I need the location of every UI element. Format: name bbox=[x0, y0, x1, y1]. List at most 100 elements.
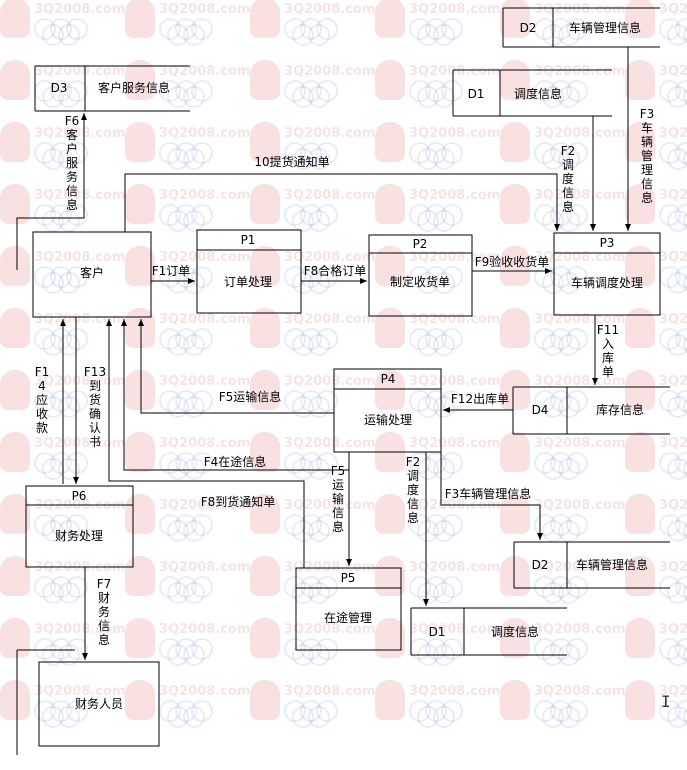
process-p2 bbox=[368, 234, 473, 317]
flow-f5-vertical-label-2: 输 bbox=[332, 491, 344, 506]
flow-f2-top-label-3: 信 bbox=[562, 186, 574, 200]
flow-f5-transport-label: F5运输信息 bbox=[219, 389, 282, 404]
flow-f3-top-label-0: F3 bbox=[640, 107, 655, 121]
p4-id: P4 bbox=[381, 372, 396, 386]
flow-f5-vertical-label-3: 信 bbox=[332, 506, 344, 520]
flow-f2-bottom-label-0: F2 bbox=[406, 455, 421, 469]
p3-name: 车辆调度处理 bbox=[571, 275, 643, 290]
flow-f6-label-1: 客 bbox=[66, 127, 78, 142]
flow-f14-label-2: 应 bbox=[36, 392, 48, 407]
process-p1 bbox=[196, 229, 302, 314]
flow-f11-label-2: 库 bbox=[602, 350, 614, 365]
d2-bottom-id: D2 bbox=[532, 558, 549, 572]
flow-f4-label: F4在途信息 bbox=[204, 454, 267, 469]
flow-f14-label-3: 收 bbox=[36, 407, 48, 421]
p2-id: P2 bbox=[413, 237, 428, 251]
flow-f7-label-3: 信 bbox=[98, 619, 110, 633]
datastore-d3 bbox=[34, 65, 190, 112]
flow-f2-top-label-0: F2 bbox=[561, 144, 576, 158]
flow-f3-top-label-5: 信 bbox=[641, 177, 653, 191]
flow-f2-top-label-1: 调 bbox=[562, 158, 574, 172]
flow-f2-bottom-label-4: 息 bbox=[407, 510, 419, 525]
flow-f2-bottom-label-2: 度 bbox=[407, 482, 419, 497]
flow-f8-order-label: F8合格订单 bbox=[304, 263, 367, 278]
datastore-d1-bottom bbox=[410, 607, 567, 656]
entity-finance-staff bbox=[38, 661, 160, 747]
flow-f6-label-6: 息 bbox=[66, 197, 78, 212]
process-p4 bbox=[333, 368, 442, 453]
flow-f2-top-label-4: 息 bbox=[562, 199, 574, 214]
d2-top-id: D2 bbox=[520, 21, 537, 35]
flow-f6-label-0: F6 bbox=[65, 114, 80, 128]
flow-f7-label-2: 务 bbox=[98, 604, 110, 619]
flow-f6-label-3: 服 bbox=[66, 156, 78, 170]
finance-staff-label: 财务人员 bbox=[75, 696, 123, 711]
flow-f3-top-label-3: 管 bbox=[641, 148, 653, 163]
flow-f6-label-4: 务 bbox=[66, 169, 78, 184]
datastore-d2-bottom bbox=[513, 541, 670, 589]
p2-name: 制定收货单 bbox=[390, 274, 450, 289]
flow-f11-label-3: 单 bbox=[602, 365, 614, 379]
flow-f14-label-1: 4 bbox=[38, 379, 46, 393]
flow-f6-label-5: 信 bbox=[66, 184, 78, 198]
flow-f5-transport bbox=[138, 319, 334, 414]
flow-f3-top-label-1: 车 bbox=[641, 120, 653, 135]
flow-f14-label-0: F1 bbox=[35, 365, 50, 379]
flow-f11-label-0: F11 bbox=[597, 323, 619, 337]
flow-f10-label: 10提货通知单 bbox=[254, 154, 329, 169]
p4-name: 运输处理 bbox=[364, 412, 412, 427]
datastore-d1-top bbox=[452, 69, 612, 117]
d4-id: D4 bbox=[532, 403, 549, 417]
flow-f11-label-1: 入 bbox=[602, 337, 614, 351]
flow-f9-label: F9验收收货单 bbox=[475, 254, 550, 269]
d1-top-name: 调度信息 bbox=[514, 86, 562, 101]
customer-label: 客户 bbox=[80, 265, 104, 280]
p5-id: P5 bbox=[341, 571, 356, 585]
d4-name: 库存信息 bbox=[596, 402, 644, 417]
d3-id: D3 bbox=[51, 81, 68, 95]
flow-f2-top-label-2: 度 bbox=[562, 171, 574, 186]
flow-f3-mid bbox=[440, 452, 543, 540]
p6-name: 财务处理 bbox=[55, 528, 103, 543]
p5-name: 在途管理 bbox=[324, 610, 372, 625]
d2-bottom-name: 车辆管理信息 bbox=[576, 557, 648, 572]
flow-f8-arrival-label: F8到货通知单 bbox=[201, 494, 276, 509]
p6-id: P6 bbox=[72, 489, 87, 503]
flow-f3-top-label-4: 理 bbox=[641, 163, 653, 177]
flow-f13-label-1: 到 bbox=[89, 379, 101, 393]
flow-f5-vertical-label-0: F5 bbox=[331, 464, 346, 478]
flow-f7-label-0: F7 bbox=[97, 577, 112, 591]
process-p3 bbox=[553, 232, 661, 316]
flow-f5-vertical-label-4: 息 bbox=[332, 519, 344, 534]
flow-f3-top-label-6: 息 bbox=[641, 190, 653, 205]
flow-f7-label-1: 财 bbox=[98, 591, 110, 605]
flow-f1-label: F1订单 bbox=[152, 264, 191, 278]
process-p5 bbox=[295, 567, 402, 651]
entity-customer bbox=[32, 231, 152, 318]
flow-f8-arrival bbox=[106, 319, 305, 568]
flow-f6-label-2: 户 bbox=[66, 141, 78, 156]
flow-f2-bottom-label-1: 调 bbox=[407, 469, 419, 483]
flow-f3-mid-label: F3车辆管理信息 bbox=[445, 486, 532, 501]
d3-name: 客户服务信息 bbox=[98, 80, 170, 95]
flow-f5-vertical-label-1: 运 bbox=[332, 478, 344, 492]
flow-f14-label-4: 款 bbox=[36, 421, 48, 435]
flow-f3-top-label-2: 辆 bbox=[641, 135, 653, 149]
d1-bottom-name: 调度信息 bbox=[491, 624, 539, 639]
flow-f12-label: F12出库单 bbox=[451, 391, 509, 406]
d2-top-name: 车辆管理信息 bbox=[569, 20, 641, 35]
d1-top-id: D1 bbox=[468, 87, 485, 101]
flow-f13-label-2: 货 bbox=[89, 392, 101, 407]
flow-f6 bbox=[16, 113, 87, 270]
flow-f13-label-5: 书 bbox=[89, 435, 101, 449]
d1-bottom-id: D1 bbox=[429, 625, 446, 639]
flow-f13-label-0: F13 bbox=[84, 365, 106, 379]
flow-f10 bbox=[124, 173, 560, 232]
flow-f13-label-4: 认 bbox=[89, 421, 101, 435]
flow-f2-bottom-label-3: 信 bbox=[407, 497, 419, 511]
process-p6 bbox=[25, 485, 134, 568]
p1-id: P1 bbox=[241, 233, 256, 247]
p1-name: 订单处理 bbox=[224, 275, 272, 289]
datastore-d2-top bbox=[502, 7, 660, 48]
